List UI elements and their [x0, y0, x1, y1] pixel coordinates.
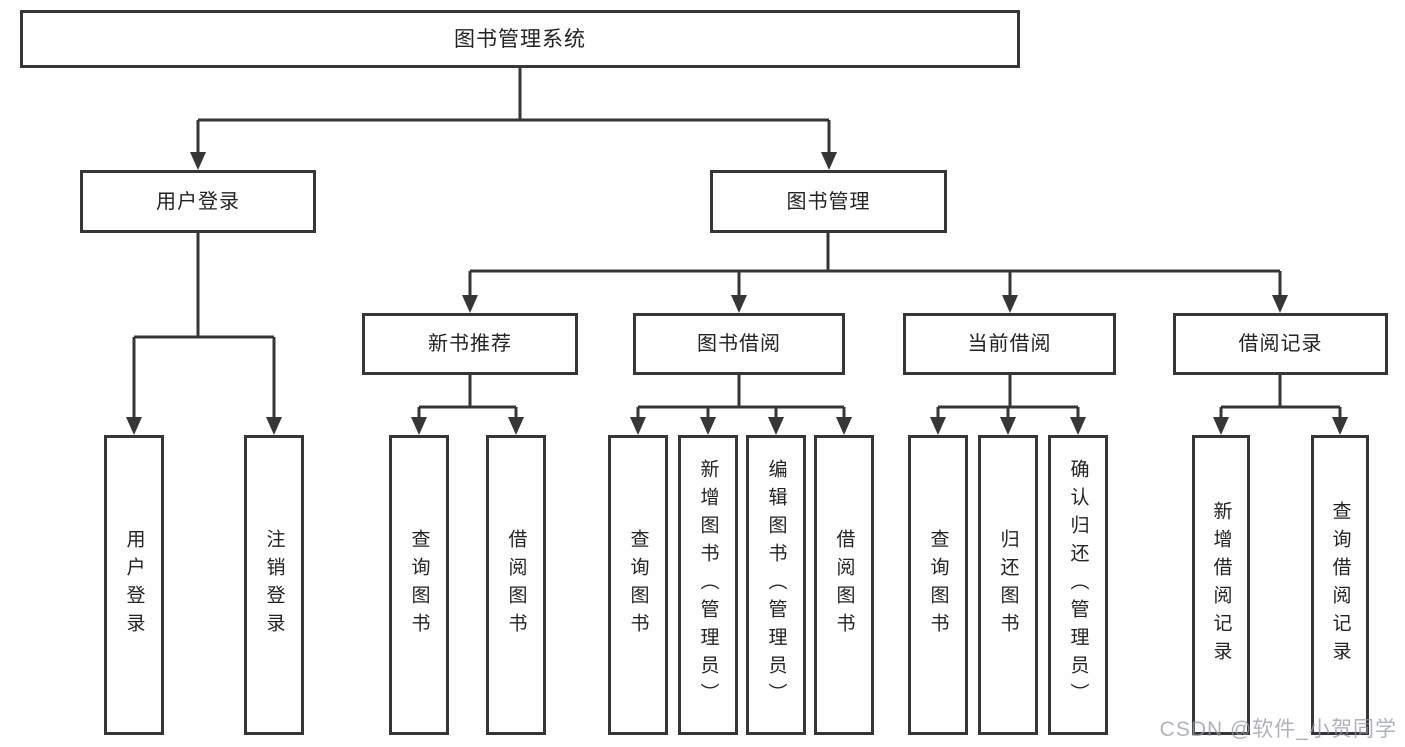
- node-current-borrowing: 当前借阅: [903, 313, 1116, 375]
- node-label: 用户登录: [156, 190, 240, 213]
- connector-records-to-leaves: [1213, 375, 1348, 435]
- leaf-br-query-record: 查询借阅记录: [1311, 435, 1369, 735]
- leaf-label: 借阅图书: [833, 529, 855, 641]
- leaf-label: 查询借阅记录: [1329, 501, 1351, 669]
- node-user-login: 用户登录: [80, 170, 316, 233]
- leaf-label: 查询图书: [627, 529, 649, 641]
- leaf-br-add-record: 新增借阅记录: [1192, 435, 1250, 735]
- leaf-label: 新增借阅记录: [1210, 501, 1232, 669]
- leaf-logout: 注销登录: [244, 435, 304, 735]
- leaf-nbr-query-books: 查询图书: [389, 435, 449, 735]
- csdn-watermark: CSDN @软件_小贺同学: [1159, 718, 1397, 741]
- connector-root-to-level2: [190, 68, 837, 170]
- leaf-label: 借阅图书: [505, 529, 527, 641]
- leaf-bb-edit-books-admin: 编辑图书（管理员）: [746, 435, 806, 735]
- node-book-management: 图书管理: [710, 170, 947, 233]
- node-label: 图书管理系统: [454, 27, 586, 51]
- leaf-label: 查询图书: [408, 529, 430, 641]
- node-label: 图书借阅: [697, 333, 781, 355]
- node-new-book-recommend: 新书推荐: [362, 313, 578, 375]
- connector-currentborrow-to-leaves: [930, 375, 1086, 435]
- node-label: 借阅记录: [1238, 333, 1323, 355]
- leaf-label: 用户登录: [123, 529, 145, 641]
- leaf-cb-query-books: 查询图书: [908, 435, 968, 735]
- connector-userlogin-to-leaves: [126, 233, 282, 435]
- leaf-cb-confirm-return-admin: 确认归还（管理员）: [1048, 435, 1108, 735]
- leaf-user-login: 用户登录: [104, 435, 164, 735]
- leaf-label: 归还图书: [997, 529, 1019, 641]
- leaf-bb-add-books-admin: 新增图书（管理员）: [678, 435, 738, 735]
- leaf-label: 注销登录: [263, 529, 285, 641]
- leaf-cb-return-books: 归还图书: [978, 435, 1038, 735]
- connector-newbook-to-leaves: [411, 375, 524, 435]
- connector-bookborrow-to-leaves: [630, 375, 852, 435]
- leaf-bb-query-books: 查询图书: [608, 435, 668, 735]
- node-label: 图书管理: [786, 190, 871, 213]
- leaf-label: 编辑图书（管理员）: [765, 459, 787, 711]
- leaf-label: 查询图书: [927, 529, 949, 641]
- leaf-nbr-borrow-books: 借阅图书: [486, 435, 546, 735]
- leaf-label: 新增图书（管理员）: [697, 459, 719, 711]
- leaf-label: 确认归还（管理员）: [1067, 459, 1089, 711]
- connector-bookmgmt-to-level3: [462, 233, 1288, 313]
- node-borrowing-records: 借阅记录: [1173, 313, 1388, 375]
- node-label: 新书推荐: [428, 333, 512, 355]
- leaf-bb-borrow-books: 借阅图书: [814, 435, 874, 735]
- node-library-management-system: 图书管理系统: [20, 10, 1020, 68]
- node-book-borrowing: 图书借阅: [633, 313, 845, 375]
- node-label: 当前借阅: [967, 333, 1052, 355]
